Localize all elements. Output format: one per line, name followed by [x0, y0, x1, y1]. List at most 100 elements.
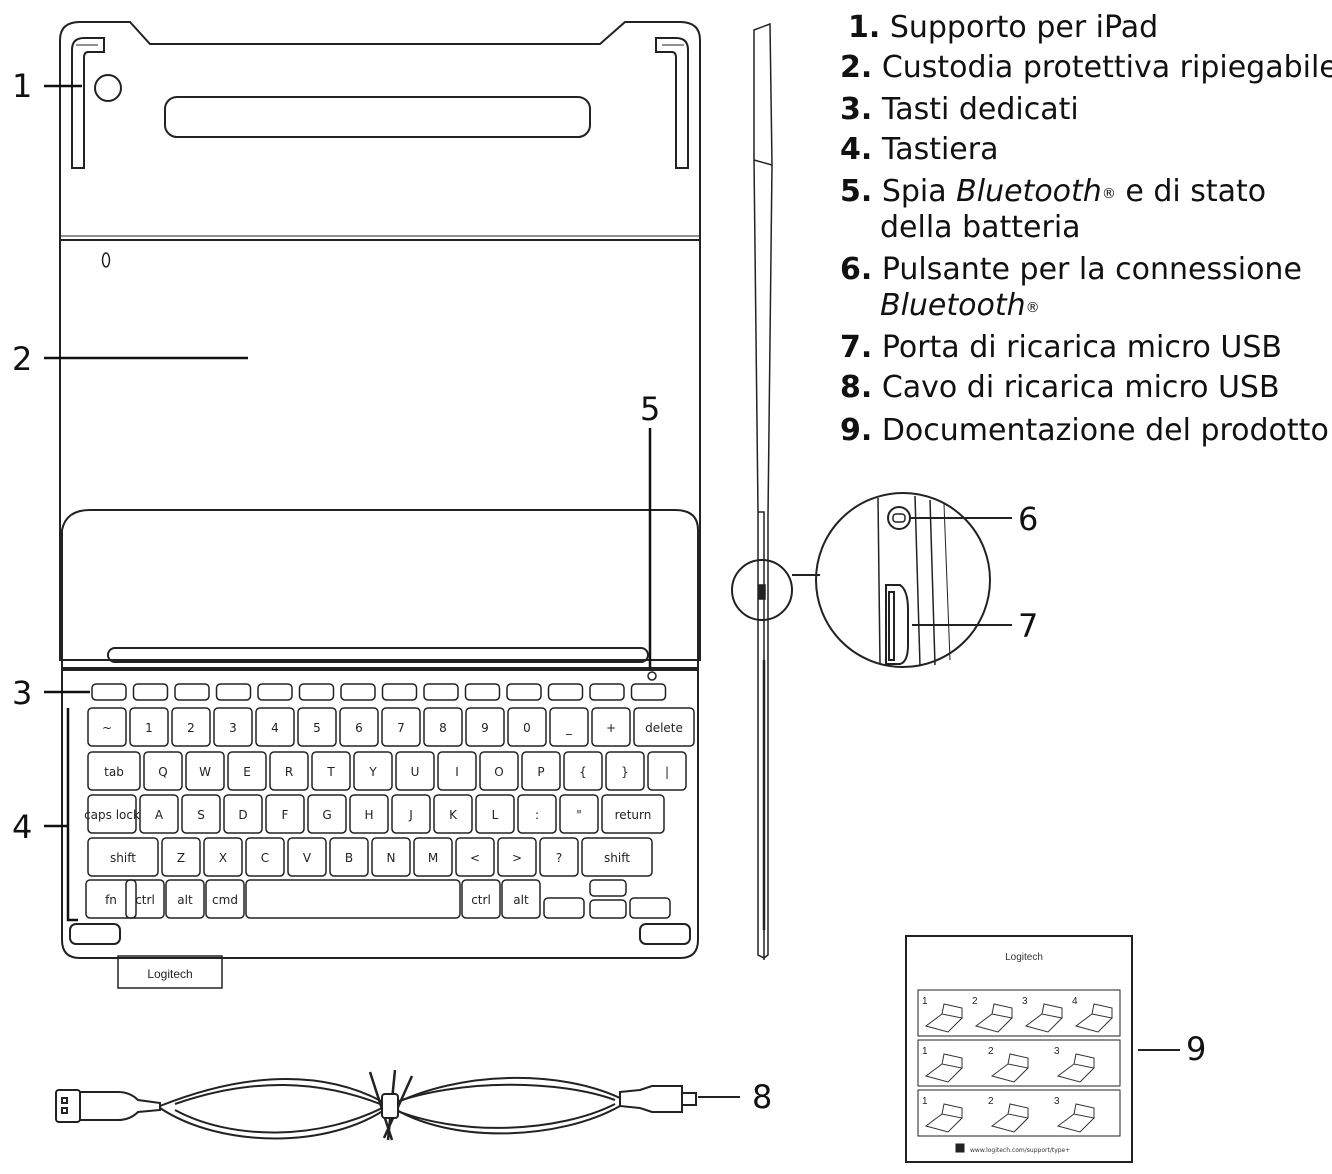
key: [437, 751, 477, 791]
legend-item-3: 3. Tasti dedicati: [840, 92, 1079, 128]
key-label: B: [345, 851, 353, 865]
key-label: ~: [102, 721, 112, 735]
dedicated-key: [630, 683, 667, 701]
legend-text: Custodia protettiva ripiegabile: [881, 50, 1332, 85]
callout-2: 2: [12, 340, 32, 378]
key-label: shift: [604, 851, 630, 865]
key-label: I: [455, 765, 459, 779]
legend-item-2: 2. Custodia protettiva ripiegabile: [840, 50, 1332, 86]
key: [311, 751, 351, 791]
callout-3: 3: [12, 674, 32, 712]
arrow-right-key: [629, 897, 671, 919]
key-label: ?: [556, 851, 562, 865]
legend-text: Tastiera: [881, 132, 999, 167]
key: [139, 794, 179, 834]
key-label: alt: [513, 893, 529, 907]
legend-text: Tasti dedicati: [881, 92, 1079, 127]
camera-hole: [94, 74, 122, 102]
dedicated-key: [340, 683, 376, 701]
key-label: X: [219, 851, 227, 865]
key-label: F: [282, 808, 289, 822]
key: [329, 837, 369, 877]
doc-step-number: 2: [972, 996, 978, 1007]
key-label: delete: [645, 721, 683, 735]
legend-item-6: 6. Pulsante per la connessione Bluetooth…: [840, 252, 1302, 324]
arrow-left-key: [543, 897, 585, 919]
key: [245, 837, 285, 877]
key-label: G: [322, 808, 331, 822]
key: [87, 794, 137, 834]
document-sheet: [905, 935, 1133, 1163]
legend-text: Spia: [881, 174, 957, 209]
key-label: 9: [481, 721, 489, 735]
key: [605, 751, 645, 791]
dedicated-key: [547, 683, 584, 701]
key-label: L: [492, 808, 499, 822]
key: [433, 794, 473, 834]
keyboard-panel-back: [61, 509, 699, 671]
key-label: :: [535, 808, 539, 822]
key-label: E: [243, 765, 251, 779]
doc-illustration: [1056, 1103, 1096, 1133]
key-label: 3: [229, 721, 237, 735]
callout-5: 5: [640, 390, 660, 428]
document-brand: Logitech: [1005, 952, 1043, 963]
doc-illustration: [1024, 1003, 1064, 1033]
key: [391, 794, 431, 834]
key: [517, 794, 557, 834]
key: [349, 794, 389, 834]
key-label: <: [470, 851, 480, 865]
dedicated-key: [381, 683, 418, 701]
dedicated-key: [174, 683, 210, 701]
key: [381, 707, 421, 747]
key-label: 2: [187, 721, 195, 735]
key-label: K: [449, 808, 458, 822]
legend-num: 4.: [840, 132, 873, 167]
arrow-down-key: [589, 899, 627, 919]
key: [559, 794, 599, 834]
key: [269, 751, 309, 791]
key: [245, 879, 461, 919]
dedicated-key: [506, 683, 542, 701]
key: [265, 794, 305, 834]
ipad-holder-left: [71, 37, 105, 169]
keyboard-base: [61, 667, 699, 959]
key-label: W: [199, 765, 211, 779]
key-label: _: [565, 721, 573, 735]
key: [455, 837, 495, 877]
key-label: ctrl: [135, 893, 155, 907]
legend-text: Documentazione del prodotto: [881, 413, 1329, 448]
key-label: >: [512, 851, 522, 865]
callout-8: 8: [752, 1078, 772, 1116]
key: [413, 837, 453, 877]
key-label: M: [428, 851, 438, 865]
key: [633, 707, 695, 747]
bluetooth-button: [887, 506, 911, 530]
key-label: R: [285, 765, 293, 779]
dedicated-key: [257, 683, 293, 701]
usb-cable: [55, 1069, 740, 1141]
key-label: 6: [355, 721, 363, 735]
registered-mark: ®: [1101, 186, 1116, 202]
key-label: }: [621, 765, 629, 779]
key: [203, 837, 243, 877]
key-label: 1: [145, 721, 153, 735]
legend-num: 6.: [840, 252, 873, 287]
doc-step-number: 2: [988, 1046, 994, 1057]
key-label: |: [665, 765, 669, 779]
key-label: 8: [439, 721, 447, 735]
key: [395, 751, 435, 791]
doc-illustration: [924, 1053, 964, 1083]
doc-illustration: [990, 1053, 1030, 1083]
legend-item-9: 9. Documentazione del prodotto: [840, 413, 1329, 449]
legend-num: 8.: [840, 370, 873, 405]
key: [171, 707, 211, 747]
key: [255, 707, 295, 747]
key: [161, 837, 201, 877]
key-label: A: [155, 808, 164, 822]
key: [85, 879, 137, 919]
case-side-view: [731, 22, 793, 960]
key: [165, 879, 205, 919]
key: [497, 837, 537, 877]
